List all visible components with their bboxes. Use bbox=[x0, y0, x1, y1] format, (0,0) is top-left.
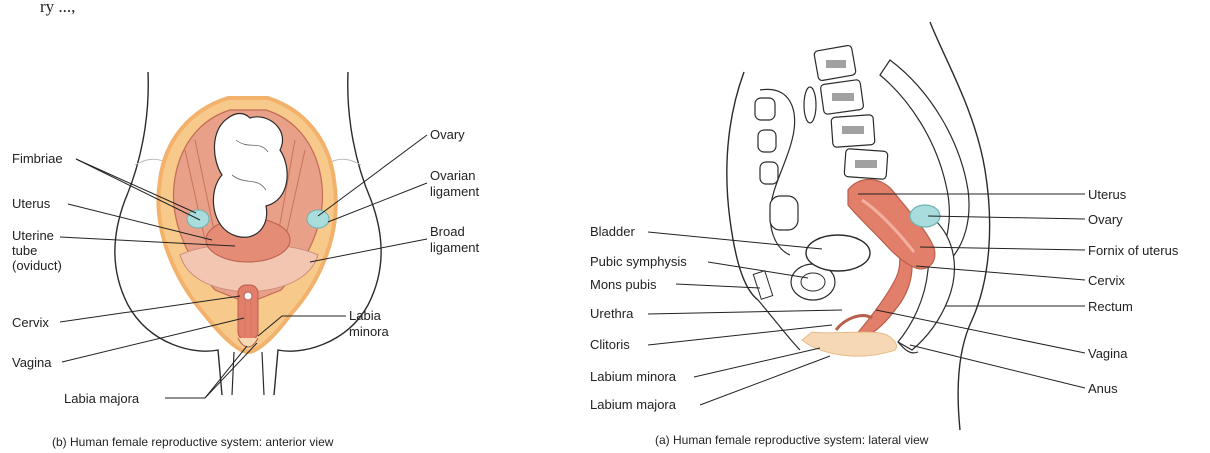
lateral-view-illustration bbox=[648, 22, 1085, 430]
caption-anterior-view: (b) Human female reproductive system: an… bbox=[52, 435, 333, 449]
caption-lateral-view: (a) Human female reproductive system: la… bbox=[655, 433, 928, 447]
label-fornix-of-uterus: Fornix of uterus bbox=[1088, 243, 1178, 258]
label-broad-ligament-line1: Broad bbox=[430, 224, 465, 239]
label-vagina-lateral: Vagina bbox=[1088, 346, 1128, 361]
label-mons-pubis: Mons pubis bbox=[590, 277, 656, 292]
right-ovary-shape bbox=[307, 210, 329, 228]
mons-pubis-marker bbox=[753, 271, 772, 299]
label-bladder: Bladder bbox=[590, 224, 635, 239]
label-urethra: Urethra bbox=[590, 306, 633, 321]
label-anus: Anus bbox=[1088, 381, 1118, 396]
spine bbox=[814, 45, 888, 180]
label-vagina-anterior: Vagina bbox=[12, 355, 52, 370]
bladder-shape bbox=[806, 235, 870, 271]
label-labia-majora: Labia majora bbox=[64, 391, 139, 406]
label-broad-ligament-line2: ligament bbox=[430, 240, 479, 255]
label-pubic-symphysis: Pubic symphysis bbox=[590, 254, 687, 269]
label-uterus-anterior: Uterus bbox=[12, 196, 50, 211]
label-uterus-lateral: Uterus bbox=[1088, 187, 1126, 202]
label-uterine-tube-line3: (oviduct) bbox=[12, 258, 62, 273]
labia-shape bbox=[802, 332, 897, 356]
anterior-view-illustration bbox=[60, 72, 427, 398]
label-ovary-lateral: Ovary bbox=[1088, 212, 1123, 227]
label-cervix-anterior: Cervix bbox=[12, 315, 49, 330]
label-ovary-anterior: Ovary bbox=[430, 127, 465, 142]
label-uterine-tube-line2: tube bbox=[12, 243, 37, 258]
label-labium-minora: Labium minora bbox=[590, 369, 676, 384]
label-labia-minora-line2: minora bbox=[349, 324, 389, 339]
label-cervix-lateral: Cervix bbox=[1088, 273, 1125, 288]
label-rectum: Rectum bbox=[1088, 299, 1133, 314]
label-labia-minora-line1: Labia bbox=[349, 308, 381, 323]
label-ovarian-ligament-line2: ligament bbox=[430, 184, 479, 199]
label-uterine-tube-line1: Uterine bbox=[12, 228, 54, 243]
label-labium-majora: Labium majora bbox=[590, 397, 676, 412]
label-clitoris: Clitoris bbox=[590, 337, 630, 352]
label-fimbriae: Fimbriae bbox=[12, 151, 63, 166]
label-ovarian-ligament-line1: Ovarian bbox=[430, 168, 476, 183]
